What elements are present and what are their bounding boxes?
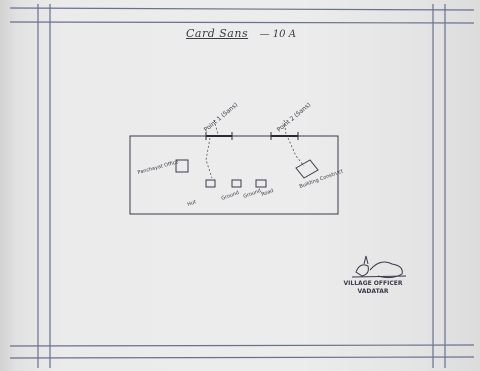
- label-road: Road: [261, 188, 275, 198]
- sketch-title: Card Sans — 10 A: [186, 27, 296, 40]
- office-building: [175, 159, 189, 173]
- leader-lines: [205, 119, 305, 179]
- label-hut: Hut: [187, 199, 197, 208]
- site-boundary: [129, 135, 339, 215]
- signature-block: VILLAGE OFFICER VADATAR: [328, 280, 418, 296]
- signature-mark: [351, 255, 407, 279]
- page-border: [9, 4, 475, 368]
- label-office: Panchayat Office: [137, 159, 179, 176]
- signature-line2: VADATAR: [357, 288, 389, 295]
- structures: [175, 159, 319, 188]
- label-ground1: Ground: [221, 190, 240, 202]
- signature-line1: VILLAGE OFFICER: [343, 280, 403, 287]
- title-sub: — 10 A: [259, 29, 296, 40]
- label-building: Building Construct: [299, 168, 344, 189]
- label-point1: Point 1 (Sans): [203, 101, 239, 133]
- label-point2: Point 2 (Sans): [276, 101, 312, 133]
- title-main: Card Sans: [186, 27, 249, 40]
- label-ground2: Ground: [243, 188, 262, 200]
- construction-site: [295, 159, 319, 179]
